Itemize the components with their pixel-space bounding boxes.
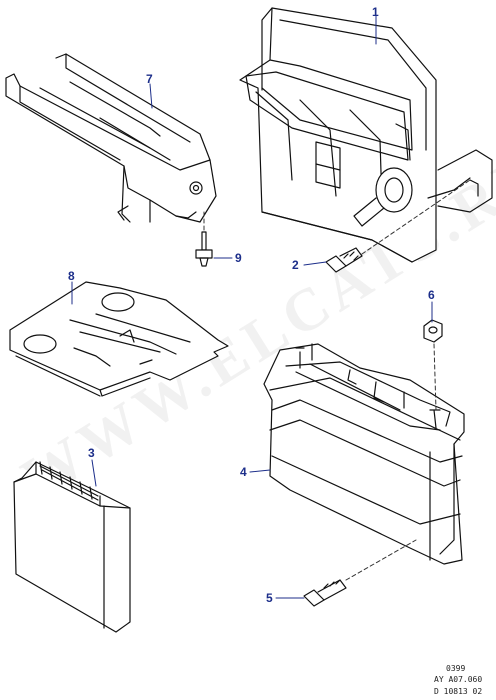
alignment-lines xyxy=(203,179,471,581)
callout-8: 8 xyxy=(68,269,75,283)
callout-6: 6 xyxy=(428,288,435,302)
ref-code-1: 0399 xyxy=(446,664,466,673)
callout-3: 3 xyxy=(88,446,95,460)
callout-5: 5 xyxy=(266,591,273,605)
callout-2: 2 xyxy=(292,258,299,272)
bolt-part-2 xyxy=(325,247,363,273)
callout-4: 4 xyxy=(240,465,247,479)
callout-9: 9 xyxy=(235,251,242,265)
callout-1: 1 xyxy=(372,5,379,19)
ecu-housing-part xyxy=(239,7,493,263)
bolt-part-5 xyxy=(303,579,347,607)
bracket-part-7 xyxy=(5,53,217,223)
callout-7: 7 xyxy=(146,72,153,86)
ref-code-3: D 10813 02 xyxy=(434,687,483,696)
ref-code-2: AY A07.060 xyxy=(434,675,483,684)
ecu-box-part-4 xyxy=(263,343,465,565)
ecu-part-3 xyxy=(13,461,131,633)
nut-part-6 xyxy=(423,319,443,343)
rivet-part-9 xyxy=(195,231,213,267)
leader-lines xyxy=(71,15,433,599)
plate-part-8 xyxy=(9,281,229,397)
